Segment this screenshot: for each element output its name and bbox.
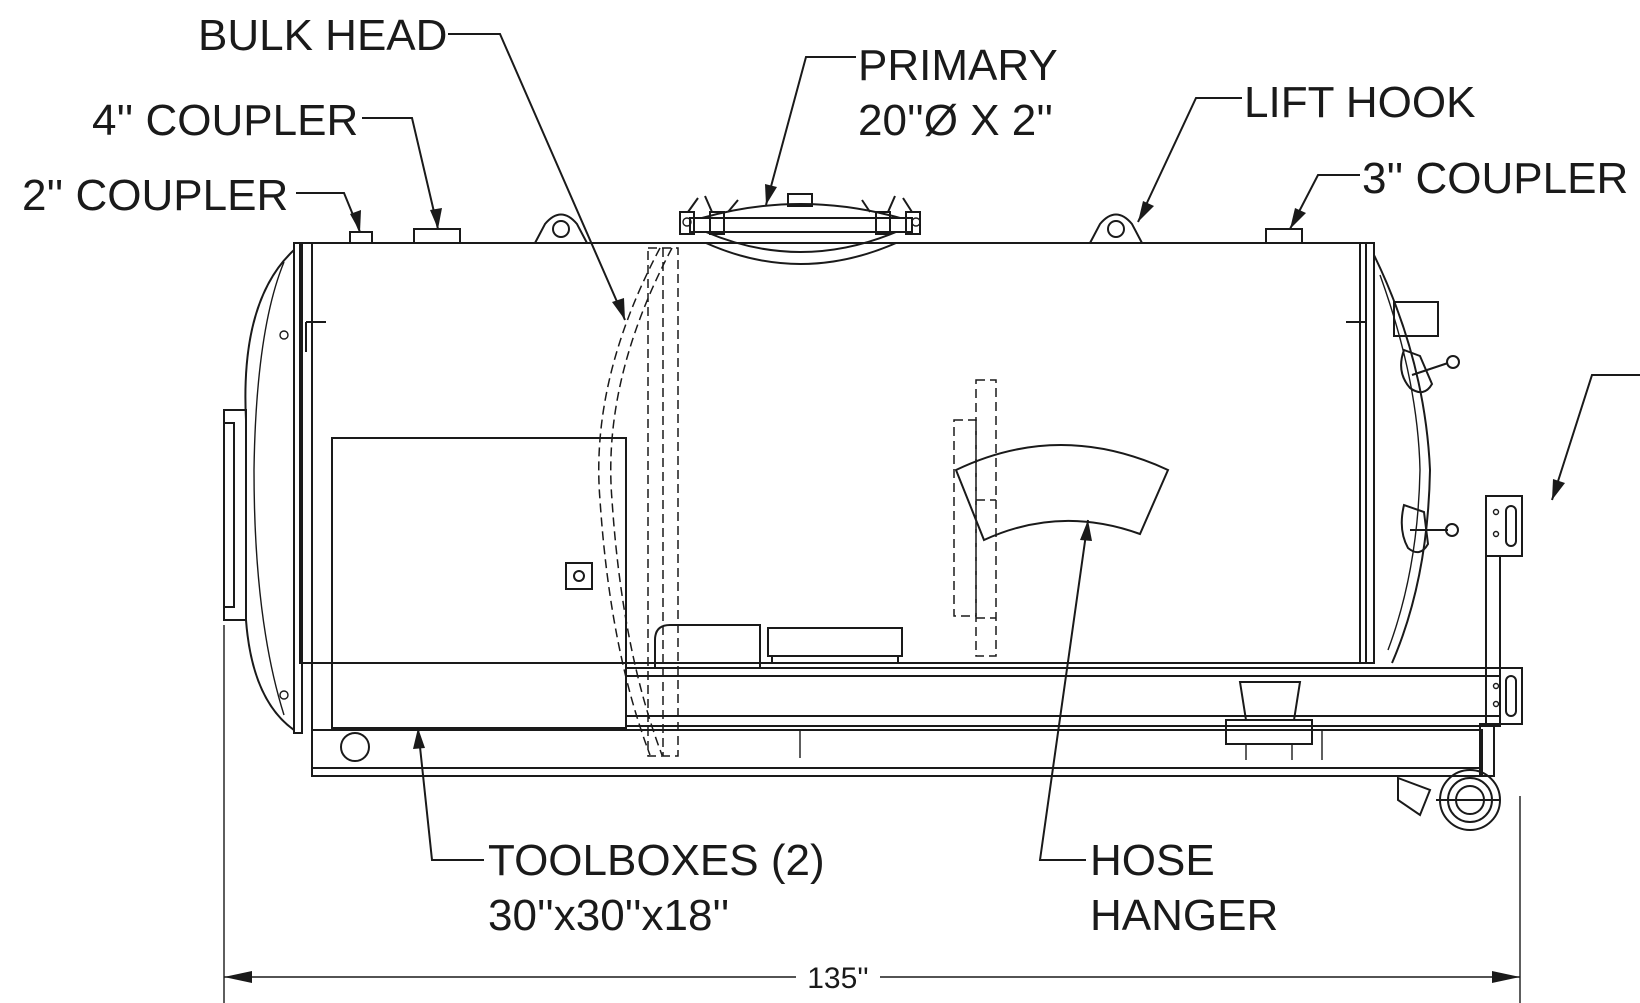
bulkhead-hidden <box>598 247 679 757</box>
coupler-4in-fitting <box>413 228 461 244</box>
lift-hook-left <box>534 213 588 244</box>
lower-drain-valve <box>1397 769 1501 831</box>
coupler-2in-fitting <box>349 231 373 244</box>
callout-hose-line1: HOSE <box>1090 836 1215 885</box>
dim-arrow-right-icon <box>1492 971 1520 983</box>
frame-rails <box>311 495 1523 777</box>
dim-arrow-left-icon <box>224 971 252 983</box>
callout-bulk-head: BULK HEAD <box>198 11 447 60</box>
callout-primary-line2: 20''Ø X 2'' <box>858 96 1053 145</box>
front-head <box>1373 254 1501 831</box>
callout-coupler-4in: 4'' COUPLER <box>92 96 358 145</box>
primary-manway <box>679 193 921 265</box>
middle-valve <box>1400 503 1459 554</box>
callout-labels: BULK HEAD 4'' COUPLER 2'' COUPLER PRIMAR… <box>22 11 1628 940</box>
coupler-3in-fitting <box>1265 228 1303 244</box>
callout-toolboxes-line1: TOOLBOXES (2) <box>488 836 825 885</box>
lift-hook-right <box>1089 213 1143 244</box>
tank-body <box>293 242 1375 734</box>
upper-valve <box>1393 301 1460 394</box>
callout-coupler-3in: 3'' COUPLER <box>1362 154 1628 203</box>
callout-coupler-2in: 2'' COUPLER <box>22 171 288 220</box>
leader-lines <box>296 33 1640 861</box>
hose-hanger <box>953 379 1170 657</box>
callout-hose-line2: HANGER <box>1090 891 1278 940</box>
callout-primary-line1: PRIMARY <box>858 41 1058 90</box>
rear-head <box>223 249 295 731</box>
overall-length-label: 135'' <box>807 962 869 995</box>
callout-lift-hook: LIFT HOOK <box>1244 78 1475 127</box>
callout-toolboxes-line2: 30''x30''x18'' <box>488 891 729 940</box>
toolbox <box>331 437 627 762</box>
overall-length-dimension: 135'' <box>223 625 1521 1003</box>
